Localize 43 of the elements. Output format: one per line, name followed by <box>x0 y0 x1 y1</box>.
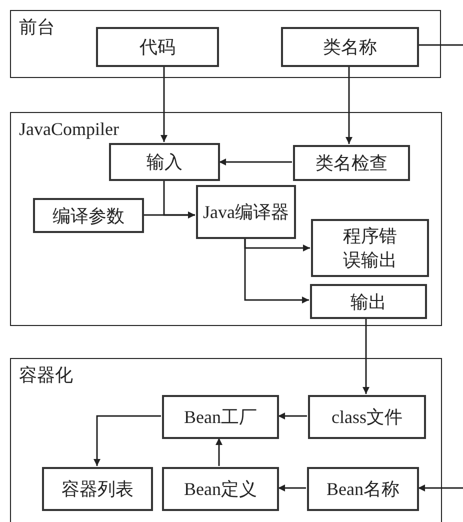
group-title: 容器化 <box>19 364 73 387</box>
box-label: Bean名称 <box>326 478 400 501</box>
box-label: 编译参数 <box>52 204 126 228</box>
arrow <box>216 438 222 466</box>
process-box <box>281 27 419 67</box>
process-box <box>162 395 279 439</box>
process-box <box>311 219 429 277</box>
arrow <box>278 484 306 492</box>
box-label: Java编译器 <box>202 201 290 224</box>
group-panel <box>10 358 442 522</box>
box-label: 输入 <box>146 151 184 174</box>
box-label: 容器列表 <box>60 478 134 501</box>
arrow <box>163 180 195 218</box>
box-label: 程序错误输出 <box>342 225 398 272</box>
group-panel <box>10 10 441 78</box>
arrow <box>160 66 168 142</box>
process-box <box>96 27 219 67</box>
process-box <box>308 395 426 439</box>
process-box <box>33 198 144 233</box>
arrow <box>219 158 292 166</box>
arrow <box>278 412 307 420</box>
box-label: 类名检查 <box>314 152 388 175</box>
process-box <box>42 467 153 511</box>
box-label: 输出 <box>350 290 388 314</box>
arrow <box>418 484 463 492</box>
group-title: JavaCompiler <box>19 118 119 141</box>
process-box <box>162 467 279 511</box>
box-label: class文件 <box>330 406 404 429</box>
group-title: 前台 <box>19 16 55 39</box>
process-box <box>196 185 296 239</box>
arrow <box>244 238 309 304</box>
arrow <box>362 318 370 394</box>
process-box <box>293 145 410 181</box>
box-label: 类名称 <box>322 36 378 59</box>
arrow <box>346 66 352 144</box>
group-panel <box>10 112 442 326</box>
box-label: 代码 <box>138 36 176 59</box>
process-box <box>109 143 220 181</box>
arrow <box>94 415 161 466</box>
box-label: Bean定义 <box>183 478 258 501</box>
process-box <box>307 467 419 511</box>
process-box <box>310 284 427 319</box>
box-label: Bean工厂 <box>183 406 258 429</box>
